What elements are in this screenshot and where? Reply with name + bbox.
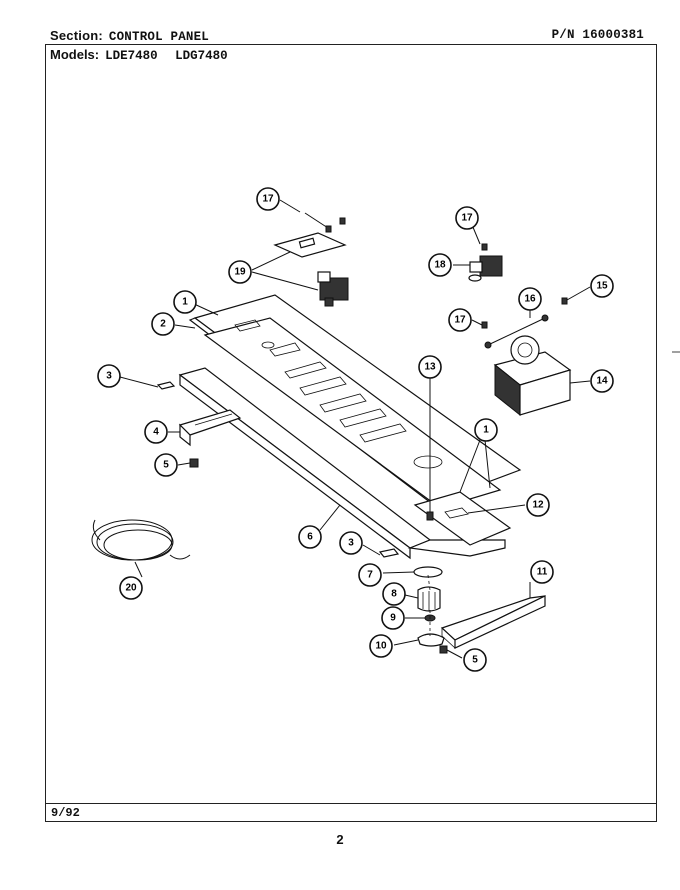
- control-panel-bracket: [188, 294, 522, 509]
- callout-text: 13: [424, 362, 436, 373]
- diagram-frame: [45, 44, 657, 822]
- callout-17c: 17: [448, 308, 472, 332]
- assembly-line-1: [427, 574, 431, 591]
- screw-18: [481, 243, 488, 251]
- lower-bracket: [440, 595, 546, 649]
- callout-17b: 17: [455, 206, 479, 230]
- leader-lines: [119, 199, 591, 659]
- callout-17a: 17: [256, 187, 280, 211]
- callout-text: 1: [483, 425, 489, 436]
- switch: [317, 271, 349, 307]
- models-value: LDE7480 LDG7480: [105, 49, 228, 63]
- callout-text: 15: [596, 281, 608, 292]
- callout-text: 6: [307, 532, 313, 543]
- side-rail: [178, 409, 242, 447]
- knob: [417, 586, 441, 612]
- callout-7: 7: [358, 563, 382, 587]
- clip-right: [439, 645, 448, 654]
- callout-3a: 3: [97, 364, 121, 388]
- callout-text: 11: [537, 567, 548, 578]
- section-label: Section:: [50, 28, 103, 43]
- models-header: Models: LDE7480 LDG7480: [50, 47, 228, 63]
- callout-2: 2: [151, 312, 175, 336]
- wire-harness: [484, 314, 549, 349]
- callout-text: 17: [454, 315, 466, 326]
- clip-left: [189, 458, 199, 468]
- relay: [468, 255, 503, 282]
- callout-text: 12: [532, 500, 544, 511]
- callout-text: 17: [262, 194, 274, 205]
- screw-small: [325, 225, 332, 233]
- callout-19: 19: [228, 260, 252, 284]
- callout-3b: 3: [339, 531, 363, 555]
- callout-text: 2: [160, 319, 166, 330]
- callout-text: 16: [524, 294, 536, 305]
- screw-small-2: [339, 217, 346, 225]
- callout-1b: 1: [474, 418, 498, 442]
- callout-9: 9: [381, 606, 405, 630]
- callout-text: 18: [434, 260, 446, 271]
- page-number: 2: [336, 832, 344, 847]
- callout-text: 5: [472, 655, 478, 666]
- callout-18: 18: [428, 253, 452, 277]
- callout-text: 4: [153, 427, 159, 438]
- screw: [426, 511, 434, 521]
- callout-14: 14: [590, 369, 614, 393]
- callout-1a: 1: [173, 290, 197, 314]
- screw-15: [561, 297, 568, 305]
- part-number: P/N 16000381: [551, 28, 644, 42]
- footer-divider: [45, 803, 657, 804]
- callout-text: 3: [106, 371, 112, 382]
- callout-10: 10: [369, 634, 393, 658]
- callout-13: 13: [418, 355, 442, 379]
- callout-text: 19: [234, 267, 246, 278]
- knob-skirt: [417, 633, 445, 647]
- screw-17b: [481, 321, 488, 329]
- callout-text: 1: [182, 297, 188, 308]
- callout-text: 8: [391, 589, 397, 600]
- callout-text: 20: [125, 583, 137, 594]
- screw-lead-19: [304, 212, 329, 229]
- models-label: Models:: [50, 47, 100, 62]
- callout-text: 10: [375, 641, 387, 652]
- callout-16: 16: [518, 287, 542, 311]
- wire-harness-coil: [91, 519, 191, 561]
- callout-text: 3: [348, 538, 354, 549]
- section-header: Section: CONTROL PANEL: [50, 28, 209, 44]
- spring-clip-lower: [378, 548, 400, 558]
- spring-clip-upper: [156, 381, 176, 390]
- callout-12: 12: [526, 493, 550, 517]
- callout-text: 5: [163, 460, 169, 471]
- front-panel: [178, 367, 506, 560]
- callout-text: 9: [390, 613, 396, 624]
- callout-4: 4: [144, 420, 168, 444]
- callout-text: 7: [367, 570, 373, 581]
- switch-plate: [273, 232, 347, 258]
- lower-plate: [413, 491, 512, 546]
- callout-5a: 5: [154, 453, 178, 477]
- callout-text: 17: [461, 213, 473, 224]
- callout-15: 15: [590, 274, 614, 298]
- callout-20: 20: [119, 576, 143, 600]
- revision-date: 9/92: [51, 806, 80, 820]
- callout-text: 14: [596, 376, 608, 387]
- callout-6: 6: [298, 525, 322, 549]
- callout-8: 8: [382, 582, 406, 606]
- callout-5b: 5: [463, 648, 487, 672]
- timer: [493, 335, 572, 417]
- callout-11: 11: [530, 560, 554, 584]
- section-value: CONTROL PANEL: [108, 30, 210, 44]
